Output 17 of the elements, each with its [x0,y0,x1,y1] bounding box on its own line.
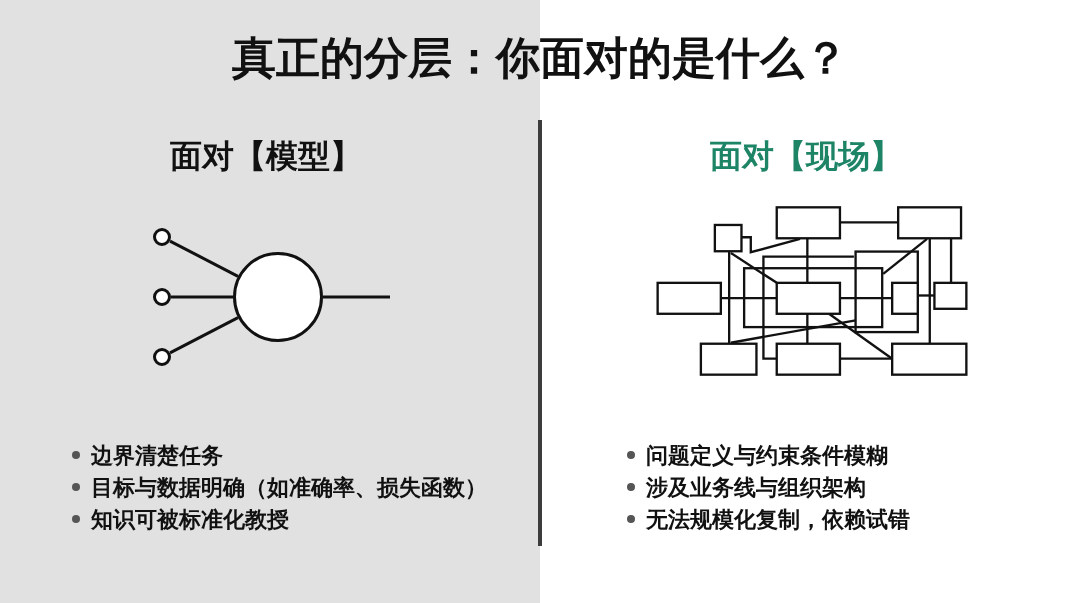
input-circle [153,288,171,306]
connector-line [169,239,239,278]
side-panel [0,0,540,603]
connector-line [169,316,239,355]
slide-title: 真正的分层：你面对的是什么？ [232,33,848,83]
connector-line [171,295,233,299]
bullet-text: 边界清楚任务 [91,441,223,470]
input-circle [153,348,171,366]
bullet-text: 知识可被标准化教授 [91,505,289,534]
section-heading: 面对【模型】 [170,136,362,176]
bullet-text: 问题定义与约束条件模糊 [646,441,888,470]
connector-line [323,295,390,299]
bullet-text: 无法规模化复制，依赖试错 [646,505,910,534]
bullet-text: 目标与数据明确（如准确率、损失函数） [91,473,487,502]
section-heading: 面对【现场】 [710,136,902,176]
bullet-text: 涉及业务线与组织架构 [646,473,866,502]
input-circle [153,228,171,246]
